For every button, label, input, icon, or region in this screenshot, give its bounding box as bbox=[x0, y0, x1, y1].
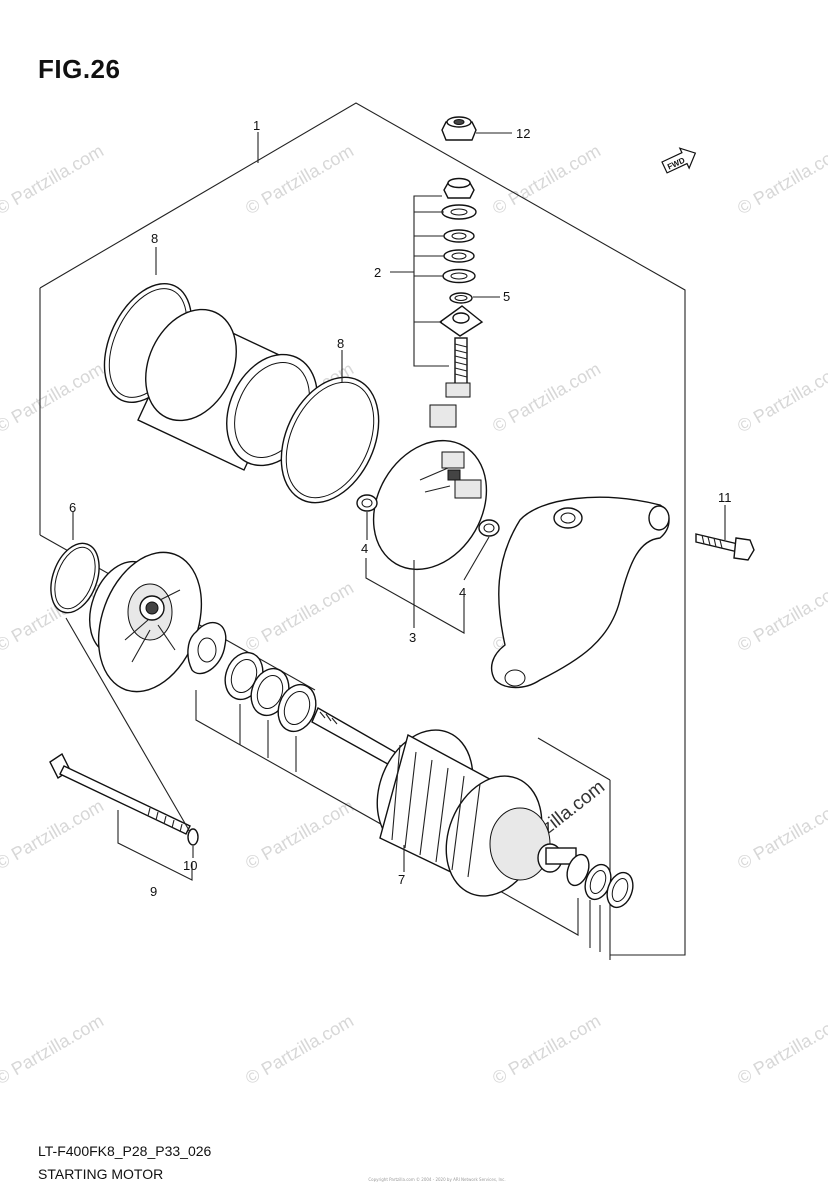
part-3-brush-holder bbox=[372, 439, 488, 571]
watermark: © Partzilla.com bbox=[489, 1010, 604, 1088]
assembly-outline bbox=[39, 102, 686, 956]
callout-4: 4 bbox=[459, 585, 466, 600]
part-12-nut bbox=[441, 116, 477, 141]
part-11-bolt bbox=[695, 533, 755, 561]
front-housing bbox=[89, 551, 203, 693]
watermark: © Partzilla.com bbox=[242, 1010, 357, 1088]
callout-8: 8 bbox=[151, 231, 158, 246]
washer-set bbox=[187, 622, 317, 733]
callout-6: 6 bbox=[69, 500, 76, 515]
part-4-brush-spring bbox=[478, 519, 500, 537]
part-4-brush-spring bbox=[356, 494, 378, 512]
part-6-o-ring bbox=[50, 542, 100, 614]
watermark: © Partzilla.com bbox=[0, 140, 107, 218]
callout-10: 10 bbox=[183, 858, 197, 873]
part-10-washer bbox=[187, 828, 199, 846]
forward-direction-badge: FWD bbox=[661, 147, 697, 174]
figure-name: STARTING MOTOR bbox=[38, 1166, 164, 1182]
watermark: © Partzilla.com bbox=[0, 795, 107, 873]
callout-5: 5 bbox=[503, 289, 510, 304]
watermark: © Partzilla.com bbox=[734, 1010, 828, 1088]
watermark: © Partzilla.com bbox=[0, 1010, 107, 1088]
callout-9: 9 bbox=[150, 884, 157, 899]
end-cover-housing bbox=[490, 496, 670, 689]
callout-8: 8 bbox=[337, 336, 344, 351]
part-8-o-ring bbox=[280, 376, 380, 504]
part-5-o-ring bbox=[449, 292, 473, 304]
figure-title: FIG.26 bbox=[38, 54, 121, 84]
callout-4: 4 bbox=[361, 541, 368, 556]
callout-3: 3 bbox=[409, 630, 416, 645]
callout-7: 7 bbox=[398, 872, 405, 887]
callout-12: 12 bbox=[516, 126, 530, 141]
watermark: © Partzilla.com bbox=[489, 140, 604, 218]
model-code: LT-F400FK8_P28_P33_026 bbox=[38, 1143, 212, 1159]
washer-set bbox=[566, 853, 634, 909]
part-7-armature bbox=[311, 707, 577, 897]
part-2-terminal-kit bbox=[429, 177, 484, 428]
watermark: © Partzilla.com bbox=[489, 358, 604, 436]
callout-11: 11 bbox=[718, 490, 732, 505]
copyright-notice: Copyright Partzilla.com © 2004 - 2020 by… bbox=[368, 1177, 506, 1182]
watermark: © Partzilla.com bbox=[734, 140, 828, 218]
callout-2: 2 bbox=[374, 265, 381, 280]
watermark: © Partzilla.com bbox=[0, 358, 107, 436]
watermark: © Partzilla.com bbox=[734, 358, 828, 436]
watermark: © Partzilla.com bbox=[242, 577, 357, 655]
part-9-through-bolt bbox=[49, 752, 191, 835]
watermark: © Partzilla.com bbox=[734, 577, 828, 655]
watermark: © Partzilla.com bbox=[734, 795, 828, 873]
watermark: © Partzilla.com bbox=[242, 140, 357, 218]
callout-1: 1 bbox=[253, 118, 260, 133]
watermark: © Partzilla.com bbox=[242, 795, 357, 873]
